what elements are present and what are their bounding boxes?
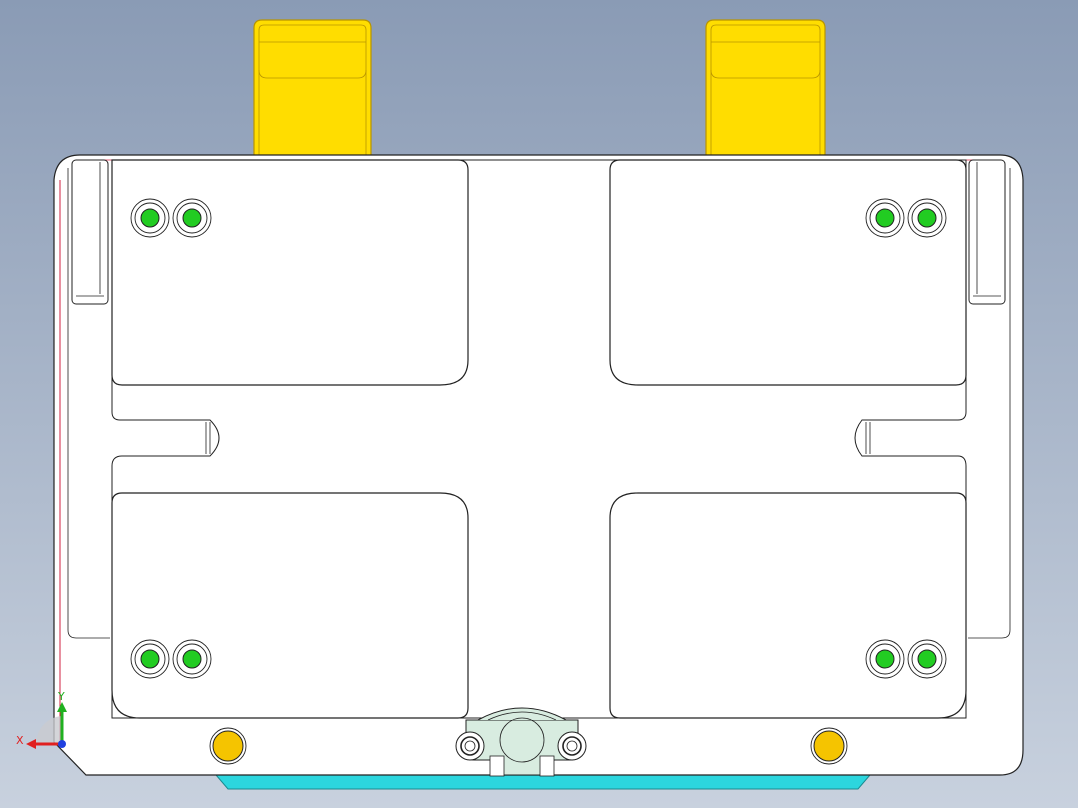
screw-8[interactable]: [907, 639, 947, 679]
fixture-hub[interactable]: [455, 707, 587, 777]
inner-frame: [111, 159, 967, 719]
screw-2[interactable]: [172, 198, 212, 238]
locator-pin-2[interactable]: [810, 727, 848, 765]
screw-4[interactable]: [907, 198, 947, 238]
pad-bottom-left[interactable]: [111, 492, 469, 719]
screw-5[interactable]: [130, 639, 170, 679]
pad-top-left[interactable]: [111, 159, 469, 386]
y-axis-label: Y: [57, 690, 65, 703]
pad-top-right[interactable]: [609, 159, 967, 386]
bottom-rail[interactable]: [214, 774, 872, 790]
screw-1[interactable]: [130, 198, 170, 238]
z-axis-dot: [58, 740, 66, 748]
side-block-left: [71, 159, 109, 305]
locator-pin-1[interactable]: [209, 727, 247, 765]
side-block-right: [968, 159, 1006, 305]
coordinate-triad: X Y: [16, 690, 67, 749]
clamp-left[interactable]: [253, 19, 372, 161]
x-axis-label: X: [16, 734, 24, 747]
screw-7[interactable]: [865, 639, 905, 679]
screw-6[interactable]: [172, 639, 212, 679]
pad-bottom-right[interactable]: [609, 492, 967, 719]
clamp-right[interactable]: [705, 19, 826, 161]
screw-3[interactable]: [865, 198, 905, 238]
